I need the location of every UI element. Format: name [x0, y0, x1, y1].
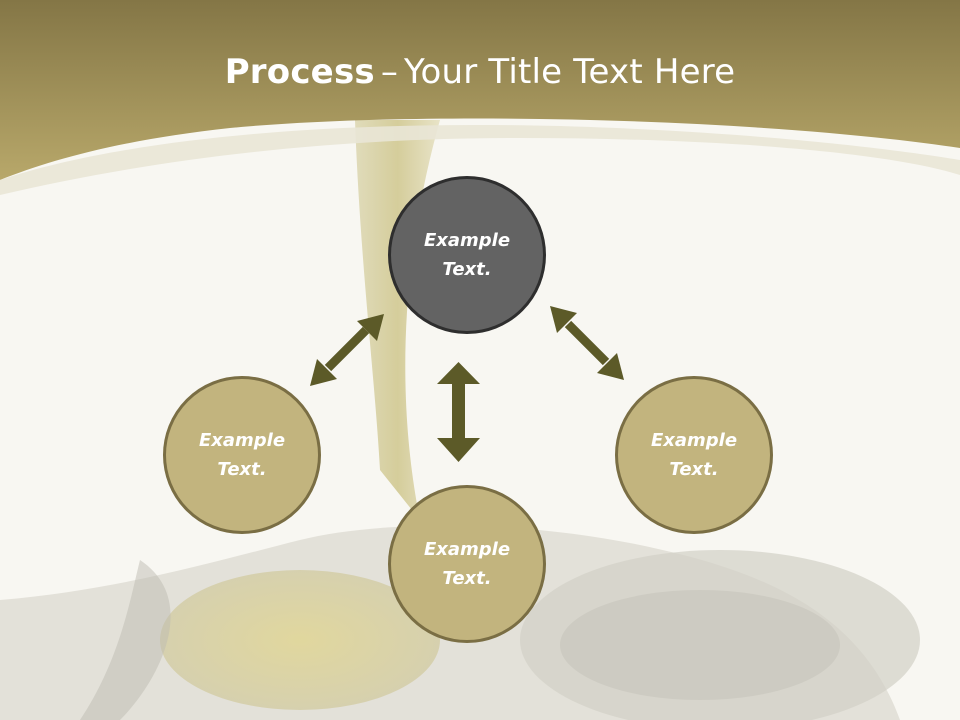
oil-stream [355, 120, 440, 520]
title-bold: Process [224, 52, 375, 92]
bottom-node-label: Example Text. [423, 539, 511, 589]
left-node: Example Text. [163, 376, 321, 534]
slide-title: Process–Your Title Text Here [0, 52, 960, 92]
title-separator: – [380, 52, 399, 92]
bottom-node: Example Text. [388, 485, 546, 643]
center-node: Example Text. [388, 176, 546, 334]
title-rest: Your Title Text Here [404, 52, 736, 92]
spoon-bowl-inner [560, 590, 840, 700]
double-arrow-left [310, 314, 384, 386]
header-swoosh [0, 124, 960, 195]
right-node-label: Example Text. [650, 430, 738, 480]
double-arrow-vertical [437, 362, 480, 462]
double-arrow-right [550, 306, 624, 380]
oil-pool [160, 570, 440, 710]
left-node-label: Example Text. [198, 430, 286, 480]
center-node-label: Example Text. [423, 230, 511, 280]
header-band [0, 0, 960, 180]
right-node: Example Text. [615, 376, 773, 534]
